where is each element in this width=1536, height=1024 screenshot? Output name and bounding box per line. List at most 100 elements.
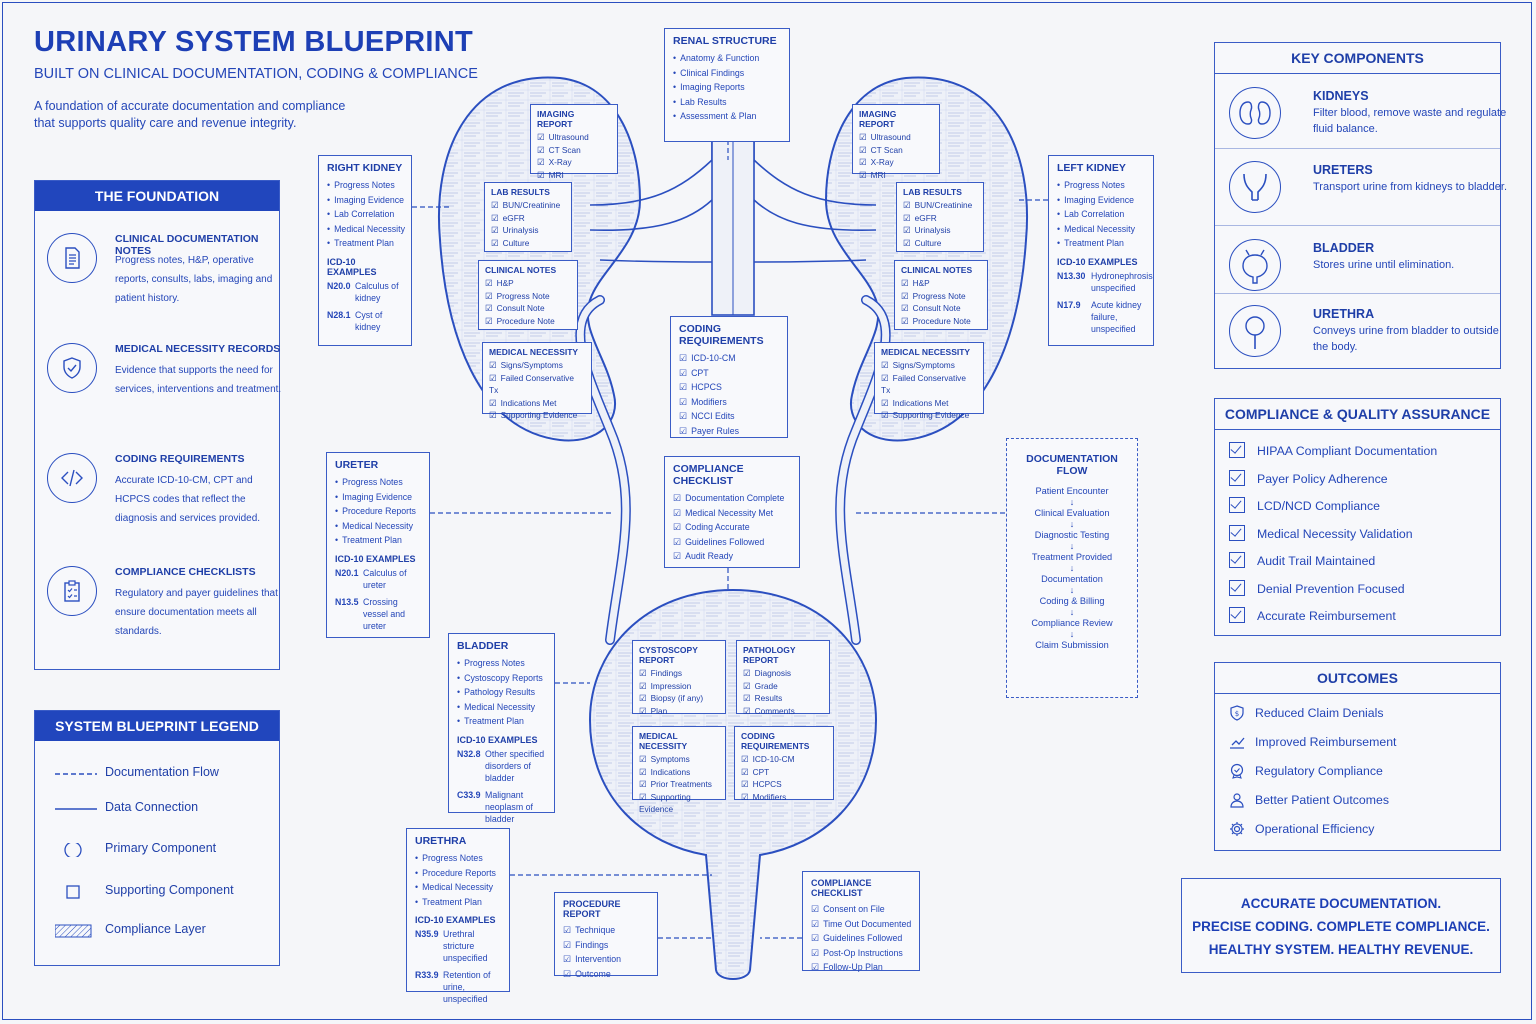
key-components-panel: KEY COMPONENTS KIDNEYS Filter blood, rem… <box>1214 42 1507 369</box>
foundation-item-title: CODING REQUIREMENTS <box>115 453 245 465</box>
documentation-flow-box: DOCUMENTATION FLOW Patient Encounter ↓ C… <box>1006 438 1138 698</box>
intro-text: A foundation of accurate documentation a… <box>34 99 346 130</box>
outcome-item: Better Patient Outcomes <box>1229 792 1389 808</box>
down-arrow-icon: ↓ <box>1069 519 1075 529</box>
checkbox-icon <box>1229 525 1245 541</box>
compliance-qa-panel: COMPLIANCE & QUALITY ASSURANCE HIPAA Com… <box>1214 398 1501 636</box>
outcomes-title: OUTCOMES <box>1215 663 1500 694</box>
compliance-item: Payer Policy Adherence <box>1229 470 1388 486</box>
bladder-coding-box: CODING REQUIREMENTS ICD-10-CMCPTHCPCSMod… <box>734 726 834 802</box>
flow-step: Clinical Evaluation <box>1034 508 1110 518</box>
foundation-item-coding: CODING REQUIREMENTS Accurate ICD-10-CM, … <box>47 453 275 543</box>
foundation-item-text: Accurate ICD-10-CM, CPT and HCPCS codes … <box>115 475 261 524</box>
kidney-icon <box>1229 87 1281 139</box>
checkbox-icon <box>1229 470 1245 486</box>
cystoscopy-report-box: CYSTOSCOPY REPORT FindingsImpressionBiop… <box>632 640 726 716</box>
checkbox-icon <box>1229 497 1245 513</box>
compliance-checklist-box: COMPLIANCE CHECKLIST Documentation Compl… <box>664 456 800 568</box>
outcome-item: Improved Reimbursement <box>1229 734 1396 750</box>
compliance-item: Audit Trail Maintained <box>1229 552 1375 568</box>
down-arrow-icon: ↓ <box>1069 497 1075 507</box>
checkbox-icon <box>1229 552 1245 568</box>
compliance-item: HIPAA Compliant Documentation <box>1229 442 1437 458</box>
foundation-item-title: COMPLIANCE CHECKLISTS <box>115 566 256 578</box>
foundation-item-title: MEDICAL NECESSITY RECORDS <box>115 343 281 355</box>
compliance-qa-title: COMPLIANCE & QUALITY ASSURANCE <box>1215 399 1500 430</box>
checkbox-icon <box>1229 580 1245 596</box>
page-subtitle: BUILT ON CLINICAL DOCUMENTATION, CODING … <box>34 66 478 82</box>
down-arrow-icon: ↓ <box>1069 607 1075 617</box>
foundation-item-text: Regulatory and payer guidelines that ens… <box>115 588 278 637</box>
right-kidney-necessity-box: MEDICAL NECESSITY Signs/SymptomsFailed C… <box>482 342 592 420</box>
down-arrow-icon: ↓ <box>1069 585 1075 595</box>
foundation-item-text: Progress notes, H&P, operative reports, … <box>115 255 273 304</box>
gear-icon <box>1230 822 1244 836</box>
down-arrow-icon: ↓ <box>1069 541 1075 551</box>
hatch-icon <box>55 924 92 938</box>
left-kidney-box: LEFT KIDNEY Progress Notes Imaging Evide… <box>1048 155 1154 346</box>
flow-step: Claim Submission <box>1035 640 1109 650</box>
ureter-box: URETER Progress Notes Imaging Evidence P… <box>326 452 430 638</box>
urethra-icon <box>1229 305 1281 357</box>
bladder-box: BLADDER Progress Notes Cystoscopy Report… <box>448 633 555 824</box>
compliance-item: LCD/NCD Compliance <box>1229 497 1380 513</box>
seal-icon <box>1230 763 1244 779</box>
foundation-item-compliance: COMPLIANCE CHECKLISTS Regulatory and pay… <box>47 566 278 656</box>
flow-step: Treatment Provided <box>1031 552 1113 562</box>
svg-text:$: $ <box>1235 710 1239 718</box>
outcome-item: Operational Efficiency <box>1229 821 1374 837</box>
square-icon <box>66 885 80 899</box>
document-icon <box>47 233 97 283</box>
solid-line-icon <box>55 808 97 810</box>
foundation-item-text: Evidence that supports the need for serv… <box>115 365 282 395</box>
tagline-line: PRECISE CODING. COMPLETE COMPLIANCE. <box>1192 919 1490 934</box>
checkbox-icon <box>1229 442 1245 458</box>
left-kidney-imaging-box: IMAGING REPORT UltrasoundCT ScanX-RayMRI <box>852 104 940 180</box>
coding-requirements-box: CODING REQUIREMENTS ICD-10-CM CPT HCPCS … <box>670 316 788 438</box>
procedure-compliance-box: COMPLIANCE CHECKLIST Consent on File Tim… <box>802 871 920 972</box>
right-kidney-clinical-box: CLINICAL NOTES H&PProgress NoteConsult N… <box>478 260 578 330</box>
left-kidney-clinical-box: CLINICAL NOTES H&PProgress NoteConsult N… <box>894 260 988 330</box>
legend-panel: SYSTEM BLUEPRINT LEGEND Documentation Fl… <box>34 710 280 966</box>
flow-step: Coding & Billing <box>1039 596 1105 606</box>
down-arrow-icon: ↓ <box>1069 563 1075 573</box>
coin-shield-icon: $ <box>1230 705 1244 721</box>
bladder-necessity-box: MEDICAL NECESSITY SymptomsIndicationsPri… <box>632 726 726 814</box>
right-kidney-imaging-box: IMAGING REPORT UltrasoundCT ScanX-RayMRI <box>530 104 618 180</box>
tagline-line: HEALTHY SYSTEM. HEALTHY REVENUE. <box>1208 942 1474 957</box>
procedure-report-box: PROCEDURE REPORT Technique Findings Inte… <box>554 892 658 979</box>
key-component-ureters: URETERS Transport urine from kidneys to … <box>1229 161 1507 219</box>
tagline-panel: ACCURATE DOCUMENTATION. PRECISE CODING. … <box>1181 878 1501 973</box>
legend-title: SYSTEM BLUEPRINT LEGEND <box>35 711 279 741</box>
key-component-urethra: URETHRA Conveys urine from bladder to ou… <box>1229 305 1499 363</box>
flow-step: Compliance Review <box>1031 618 1113 628</box>
foundation-item-documentation: CLINICAL DOCUMENTATION NOTES Progress no… <box>47 233 275 323</box>
outcome-item: $Reduced Claim Denials <box>1229 705 1384 721</box>
flow-step: Patient Encounter <box>1035 486 1109 496</box>
key-components-title: KEY COMPONENTS <box>1215 43 1500 74</box>
page-title: URINARY SYSTEM BLUEPRINT <box>34 26 474 58</box>
compliance-item: Medical Necessity Validation <box>1229 525 1413 541</box>
tagline-line: ACCURATE DOCUMENTATION. <box>1240 896 1442 911</box>
pathology-report-box: PATHOLOGY REPORT DiagnosisGradeResultsCo… <box>736 640 830 716</box>
foundation-item-necessity: MEDICAL NECESSITY RECORDS Evidence that … <box>47 343 281 433</box>
left-kidney-necessity-box: MEDICAL NECESSITY Signs/SymptomsFailed C… <box>874 342 984 420</box>
outcomes-panel: OUTCOMES $Reduced Claim Denials Improved… <box>1214 662 1501 851</box>
flow-step: Documentation <box>1041 574 1103 584</box>
dashed-line-icon <box>55 773 97 775</box>
compliance-item: Denial Prevention Focused <box>1229 580 1405 596</box>
person-icon <box>1230 793 1244 808</box>
foundation-panel: THE FOUNDATION CLINICAL DOCUMENTATION NO… <box>34 180 281 670</box>
key-component-bladder: BLADDER Stores urine until elimination. <box>1229 239 1499 297</box>
shield-check-icon <box>47 343 97 393</box>
foundation-item-title: CLINICAL DOCUMENTATION NOTES <box>115 233 259 257</box>
key-component-kidneys: KIDNEYS Filter blood, remove waste and r… <box>1229 87 1506 145</box>
bladder-icon <box>1229 239 1281 291</box>
urethra-box: URETHRA Progress Notes Procedure Reports… <box>406 828 510 1004</box>
circle-icon <box>64 843 82 857</box>
ureters-icon <box>1229 161 1281 213</box>
code-icon <box>47 453 97 503</box>
right-kidney-box: RIGHT KIDNEY Progress Notes Imaging Evid… <box>318 155 412 346</box>
checkbox-icon <box>1229 607 1245 623</box>
renal-structure-box: RENAL STRUCTURE Anatomy & Function Clini… <box>664 28 790 142</box>
